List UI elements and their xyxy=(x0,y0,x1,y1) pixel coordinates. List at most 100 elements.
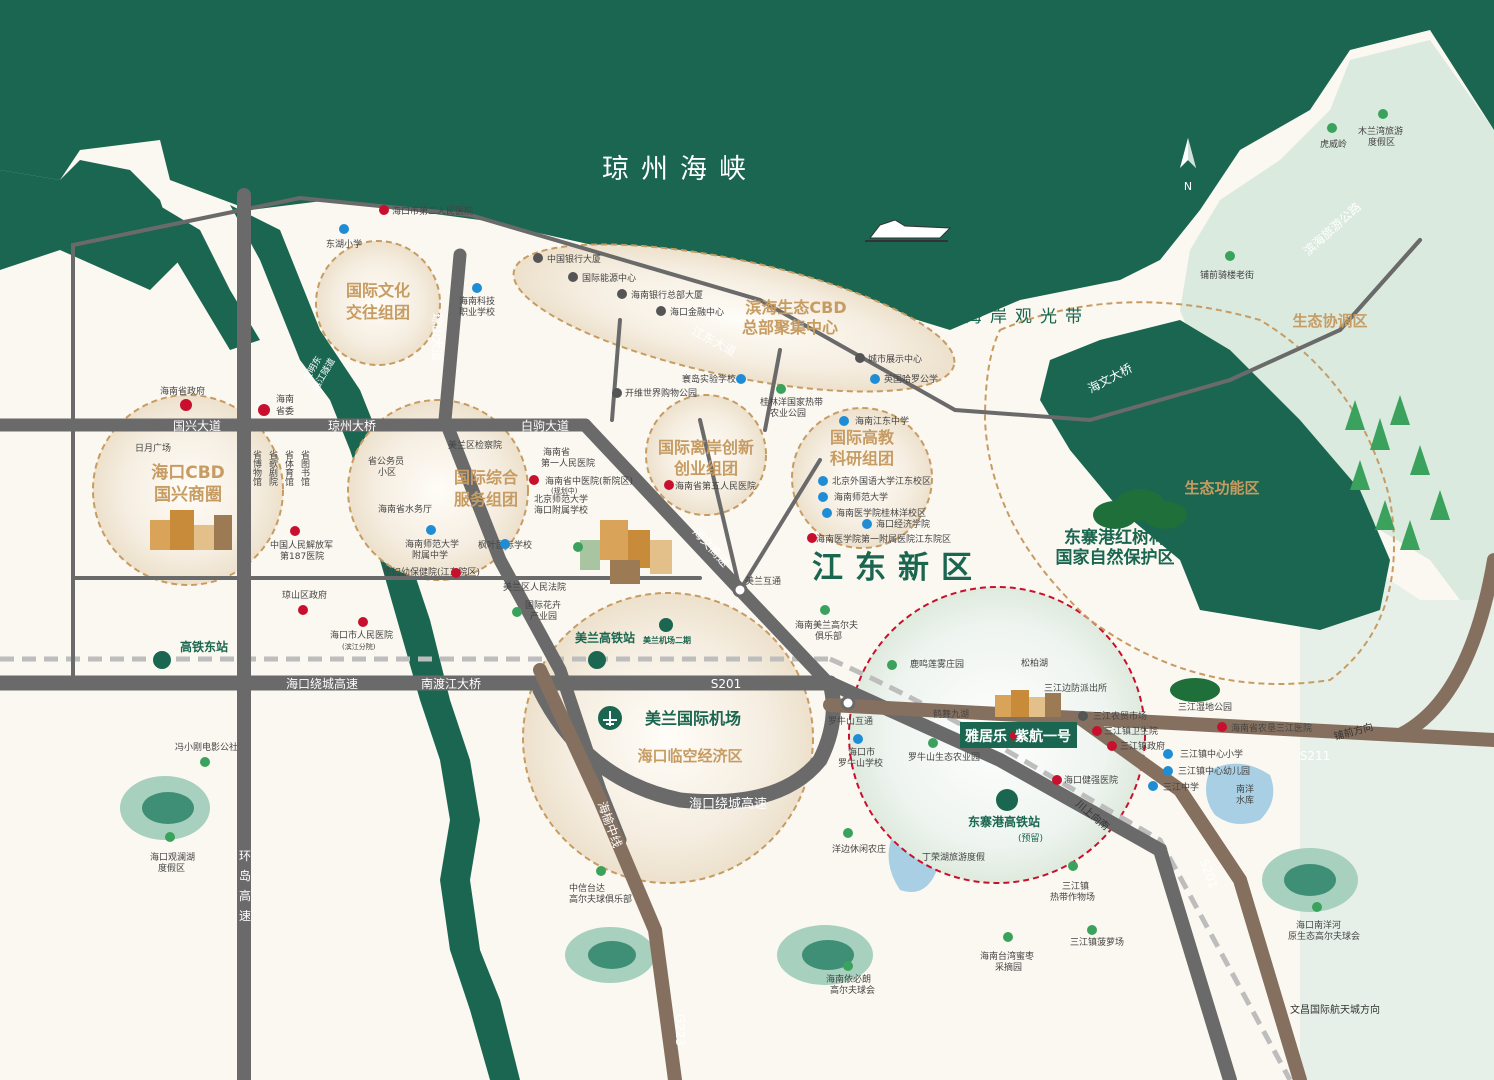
poi-feng-cinema: 冯小刚电影公社 xyxy=(175,741,238,753)
poi-tropical-1: 三江镇 xyxy=(1062,880,1089,892)
venue-opera: 省歌剧院 xyxy=(267,449,278,487)
meilan-interchange: 美兰互通 xyxy=(745,575,781,587)
poi-zhongxin-1: 中信台达 xyxy=(569,882,605,894)
zone-culture-1: 国际文化 xyxy=(346,281,410,300)
golf-areas xyxy=(120,776,1358,985)
poi-huwei: 虎威岭 xyxy=(1320,138,1347,150)
zone-eco-func: 生态功能区 xyxy=(1184,479,1259,497)
poi-nanyang-res-2: 水库 xyxy=(1236,794,1254,806)
wenchang-dir: 文昌国际航天城方向 xyxy=(1290,1003,1380,1016)
road-guoxing: 国兴大道 xyxy=(173,419,221,433)
poi-riyue: 日月广场 xyxy=(135,442,171,454)
poi-yangbian: 洋边休闲农庄 xyxy=(832,843,886,855)
road-ring-bottom: 海口绕城高速 xyxy=(689,796,767,812)
airport-zone-label: 海口临空经济区 xyxy=(637,747,742,765)
poi-wetland: 三江湿地公园 xyxy=(1178,701,1232,713)
poi-town-gov: 三江镇政府 xyxy=(1120,740,1165,752)
road-huandao-2: 岛 xyxy=(239,868,251,883)
road-s211: S211 xyxy=(1300,749,1331,763)
poi-puqian-street: 铺前骑楼老街 xyxy=(1200,269,1254,281)
zone-labels: 国际文化 交往组团 海口CBD 国兴商圈 国际综合 服务组团 滨海生态CBD 总… xyxy=(151,281,1367,509)
poi-boc: 中国银行大厦 xyxy=(547,253,601,265)
poi-hn-party-1: 海南 xyxy=(276,393,294,405)
zone-eco-coord: 生态协调区 xyxy=(1292,312,1367,330)
airport2: 美兰机场二期 xyxy=(643,635,691,645)
poi-pla187-1: 中国人民解放军 xyxy=(270,539,333,551)
bank-icons xyxy=(533,253,1088,721)
poi-tcm-note: (规划中) xyxy=(551,486,578,495)
poi-water: 海南省水务厅 xyxy=(378,503,432,515)
poi-econ: 海口经济学院 xyxy=(876,518,930,530)
government-icons xyxy=(180,399,308,615)
poi-guanlan-2: 度假区 xyxy=(158,862,185,874)
nandu-river xyxy=(230,205,520,1080)
poi-kaiwei: 开维世界购物公园 xyxy=(625,387,697,399)
project-label: 雅居乐 ♦ 紫航一号 xyxy=(960,722,1077,748)
nanyang-reservoir xyxy=(1206,763,1274,824)
poi-dingrong: 丁荣湖旅游度假 xyxy=(922,851,985,863)
poi-luoniu-farm: 罗牛山生态农业园 xyxy=(908,751,980,763)
zone-service-2: 服务组团 xyxy=(454,490,518,509)
venue-labels: 省博物馆 省歌剧院 省体育馆 省图书馆 xyxy=(251,449,310,487)
road-huandao-1: 环 xyxy=(239,849,251,863)
poi-nanjiao-2: 职业学校 xyxy=(459,306,495,318)
venue-museum: 省博物馆 xyxy=(251,449,262,487)
zone-offshore-2: 创业组团 xyxy=(673,459,738,478)
poi-guilin-1: 桂林洋国家热带 xyxy=(760,396,823,408)
poi-civil-1: 省公务员 xyxy=(368,455,404,467)
interchange-labels: 美兰互通 罗牛山互通 xyxy=(745,575,873,727)
building-cluster-icon xyxy=(580,520,672,584)
road-huandao-4: 速 xyxy=(239,909,251,923)
station-labels: 高铁东站 美兰高铁站 美兰机场二期 东寨港高铁站 (预留) xyxy=(153,618,1043,844)
svg-text:♦: ♦ xyxy=(1007,729,1020,745)
zone-binhai-2: 总部聚集中心 xyxy=(742,318,838,337)
poi-labels: 海口市第二人民医院 东湖小学 海南科技 职业学校 中国银行大厦 国际能源中心 海… xyxy=(135,125,1403,996)
poi-dongwu: 东湖小学 xyxy=(326,238,362,250)
poi-hnnorm-1: 海南师范大学 xyxy=(405,538,459,550)
poi-police: 三江边防派出所 xyxy=(1044,682,1107,694)
gaotie-east: 高铁东站 xyxy=(180,639,228,654)
luoniushan-interchange: 罗牛山互通 xyxy=(828,715,873,727)
road-g223: G223 xyxy=(673,1014,687,1046)
poi-meilan-proc: 美兰区检察院 xyxy=(448,439,502,451)
poi-hn-party-2: 省委 xyxy=(276,405,294,417)
poi-hnnorm-2: 附属中学 xyxy=(412,549,448,561)
zone-binhai-1: 滨海生态CBD xyxy=(745,298,846,317)
airport-icon xyxy=(598,706,622,730)
road-s201: S201 xyxy=(711,677,742,691)
project-name-a: 雅居乐 xyxy=(965,728,1007,745)
poi-nanyanghe-2: 原生态高尔夫球会 xyxy=(1288,930,1360,942)
mangrove-labels: 东寨港红树林 国家自然保护区 美兰国际机场 海口临空经济区 xyxy=(637,527,1174,765)
poi-nanyang-res-1: 南洋 xyxy=(1236,783,1254,795)
zone-service-1: 国际综合 xyxy=(454,468,519,487)
west-bay xyxy=(0,160,180,290)
poi-luming: 鹿鸣莲雾庄园 xyxy=(910,658,964,670)
poi-health: 三江镇卫生院 xyxy=(1104,725,1158,737)
poi-jd-middle: 海南江东中学 xyxy=(855,415,909,427)
road-qiongzhou-bridge: 琼州大桥 xyxy=(328,418,376,433)
zone-edu-1: 国际高教 xyxy=(830,428,895,447)
road-huandao-3: 高 xyxy=(239,888,251,903)
poi-hosp-people-1: 海口市人民医院 xyxy=(330,629,393,641)
zone-edu-2: 科研组团 xyxy=(830,449,894,468)
poi-yindao: 寰岛实验学校 xyxy=(682,373,736,385)
poi-mulan-2: 度假区 xyxy=(1368,136,1395,148)
poi-meilan-court: 美兰区人民法院 xyxy=(503,581,566,593)
hospital-icons xyxy=(290,205,1227,785)
zone-offshore-1: 国际离岸创新 xyxy=(658,438,754,457)
poi-zhongxin-2: 高尔夫球俱乐部 xyxy=(569,893,632,905)
poi-guanlan-1: 海口观澜湖 xyxy=(150,851,195,863)
poi-bfsu: 北京外国语大学江东校区 xyxy=(832,475,931,487)
poi-pla187-2: 第187医院 xyxy=(280,550,324,562)
poi-hnmc-guilin: 海南医学院桂林洋校区 xyxy=(836,507,926,519)
poi-maternity: 市妇幼保健院(江东院区) xyxy=(383,566,480,578)
poi-jinrong: 海口金融中心 xyxy=(670,306,724,318)
poi-exhibit: 城市展示中心 xyxy=(868,353,922,365)
poi-nanjiao-1: 海南科技 xyxy=(459,295,495,307)
school-icons xyxy=(339,224,1173,791)
poi-sj-primary: 三江镇中心小学 xyxy=(1180,748,1243,760)
poi-mulan-1: 木兰湾旅游 xyxy=(1358,125,1403,137)
poi-yibilang-1: 海南依必朗 xyxy=(826,973,871,985)
poi-nanyanghe-1: 海口南洋河 xyxy=(1296,919,1341,931)
